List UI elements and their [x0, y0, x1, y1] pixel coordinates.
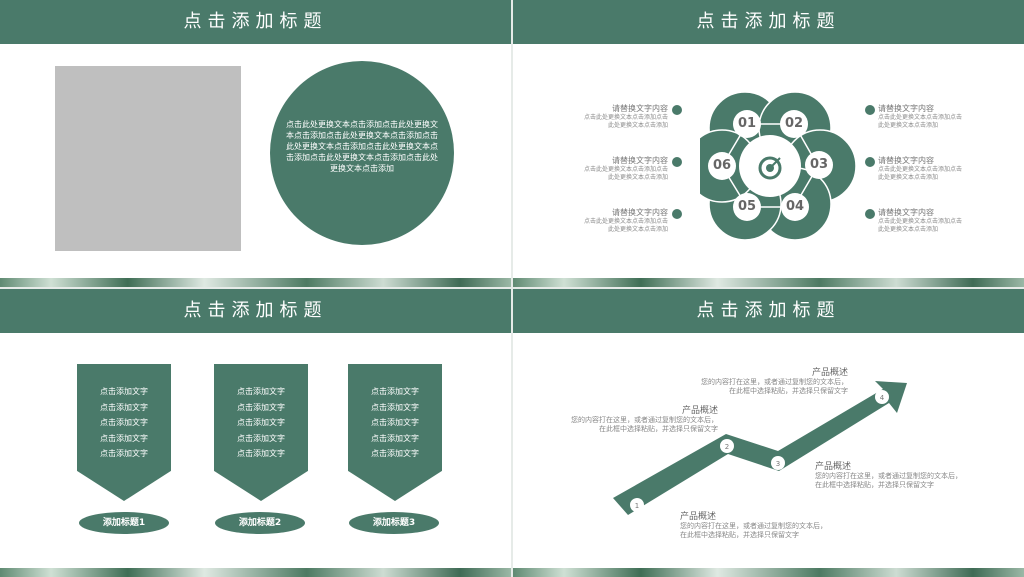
slide-4[interactable]: 点击添加标题 1 2 3 4 产品概述您的内容打在这里，或者通过复制您的文本后，…: [513, 289, 1024, 577]
slide-title: 点击添加标题: [0, 0, 511, 44]
banner-2: 点击添加文字点击添加文字点击添加文字点击添加文字点击添加文字: [214, 364, 308, 501]
column-title-3: 添加标题3: [349, 512, 439, 534]
desc-3: 产品概述您的内容打在这里，或者通过复制您的文本后，在此框中选择粘贴，并选择只保留…: [815, 462, 962, 489]
slide-1[interactable]: 点击添加标题 点击此处更换文本点击添加点击此处更换文本点击添加点击此处更换文本点…: [0, 0, 511, 287]
list-item: 请替换文字内容点击此处更换文本点击添加点击此处更换文本点击添加: [583, 208, 668, 233]
desc-1: 产品概述您的内容打在这里，或者通过复制您的文本后，在此框中选择粘贴，并选择只保留…: [680, 512, 827, 539]
slide-3[interactable]: 点击添加标题 点击添加文字点击添加文字点击添加文字点击添加文字点击添加文字 点击…: [0, 289, 511, 577]
step-1: 1: [635, 502, 639, 510]
list-item: 请替换文字内容点击此处更换文本点击添加点击此处更换文本点击添加: [583, 156, 668, 181]
slide-title: 点击添加标题: [513, 289, 1024, 333]
flower-diagram: [700, 91, 857, 241]
footer-image: [513, 278, 1024, 287]
footer-image: [0, 568, 511, 577]
column-title-2: 添加标题2: [215, 512, 305, 534]
step-4: 4: [880, 394, 885, 402]
banner-3: 点击添加文字点击添加文字点击添加文字点击添加文字点击添加文字: [348, 364, 442, 501]
bullet-dot: [672, 157, 682, 167]
slide-title: 点击添加标题: [513, 0, 1024, 44]
slide-2[interactable]: 点击添加标题 01 02 03 04 05 06 请替换文字内容点击此处更换文本…: [513, 0, 1024, 287]
slide-title: 点击添加标题: [0, 289, 511, 333]
desc-2: 产品概述您的内容打在这里，或者通过复制您的文本后，在此框中选择粘贴，并选择只保留…: [571, 406, 718, 433]
bullet-dot: [865, 157, 875, 167]
banner-1: 点击添加文字点击添加文字点击添加文字点击添加文字点击添加文字: [77, 364, 171, 501]
list-item: 请替换文字内容点击此处更换文本点击添加点击此处更换文本点击添加: [878, 208, 963, 233]
bullet-dot: [672, 209, 682, 219]
footer-image: [513, 568, 1024, 577]
step-3: 3: [776, 460, 780, 468]
image-placeholder: [55, 66, 241, 251]
bullet-dot: [865, 105, 875, 115]
list-item: 请替换文字内容点击此处更换文本点击添加点击此处更换文本点击添加: [878, 104, 963, 129]
footer-image: [0, 278, 511, 287]
desc-4: 产品概述您的内容打在这里，或者通过复制您的文本后，在此框中选择粘贴，并选择只保留…: [701, 368, 848, 395]
step-2: 2: [725, 443, 729, 451]
text-circle: 点击此处更换文本点击添加点击此处更换文本点击添加点击此处更换文本点击添加点击此处…: [270, 61, 454, 245]
bullet-dot: [672, 105, 682, 115]
list-item: 请替换文字内容点击此处更换文本点击添加点击此处更换文本点击添加: [878, 156, 963, 181]
list-item: 请替换文字内容点击此处更换文本点击添加点击此处更换文本点击添加: [583, 104, 668, 129]
column-title-1: 添加标题1: [79, 512, 169, 534]
bullet-dot: [865, 209, 875, 219]
growth-arrow: 1 2 3 4: [613, 381, 907, 515]
